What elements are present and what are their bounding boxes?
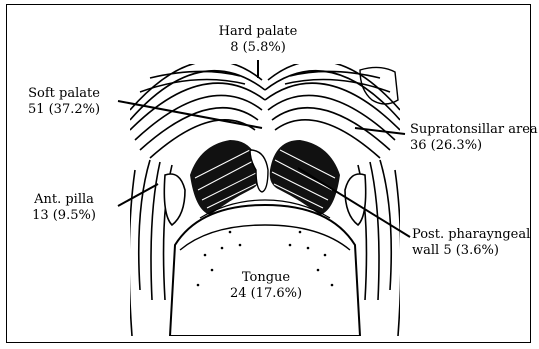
tongue-name: Tongue xyxy=(220,270,312,286)
tongue-drawing xyxy=(170,200,360,336)
hard-palate-name: Hard palate xyxy=(202,24,314,40)
post-pharyngeal-wall-name: Post. pharayngeal xyxy=(412,227,536,243)
post-pharyngeal-wall-label: Post. pharayngeal wall 5 (3.6%) xyxy=(412,227,536,259)
hard-palate-value: 8 (5.8%) xyxy=(202,40,314,56)
supratonsillar-area-label: Supratonsillar area 36 (26.3%) xyxy=(410,122,535,154)
post-pharyngeal-wall-value: wall 5 (3.6%) xyxy=(412,243,536,259)
tongue-label: Tongue 24 (17.6%) xyxy=(220,270,312,302)
ant-pilla-name: Ant. pilla xyxy=(18,192,110,208)
ant-pilla-label: Ant. pilla 13 (9.5%) xyxy=(18,192,110,224)
soft-palate-value: 51 (37.2%) xyxy=(12,102,116,118)
supratonsillar-area-value: 36 (26.3%) xyxy=(410,138,535,154)
tongue-value: 24 (17.6%) xyxy=(220,286,312,302)
soft-palate-name: Soft palate xyxy=(12,86,116,102)
hard-palate-label: Hard palate 8 (5.8%) xyxy=(202,24,314,56)
supratonsillar-area-name: Supratonsillar area xyxy=(410,122,535,138)
soft-palate-label: Soft palate 51 (37.2%) xyxy=(12,86,116,118)
ant-pilla-value: 13 (9.5%) xyxy=(18,208,110,224)
